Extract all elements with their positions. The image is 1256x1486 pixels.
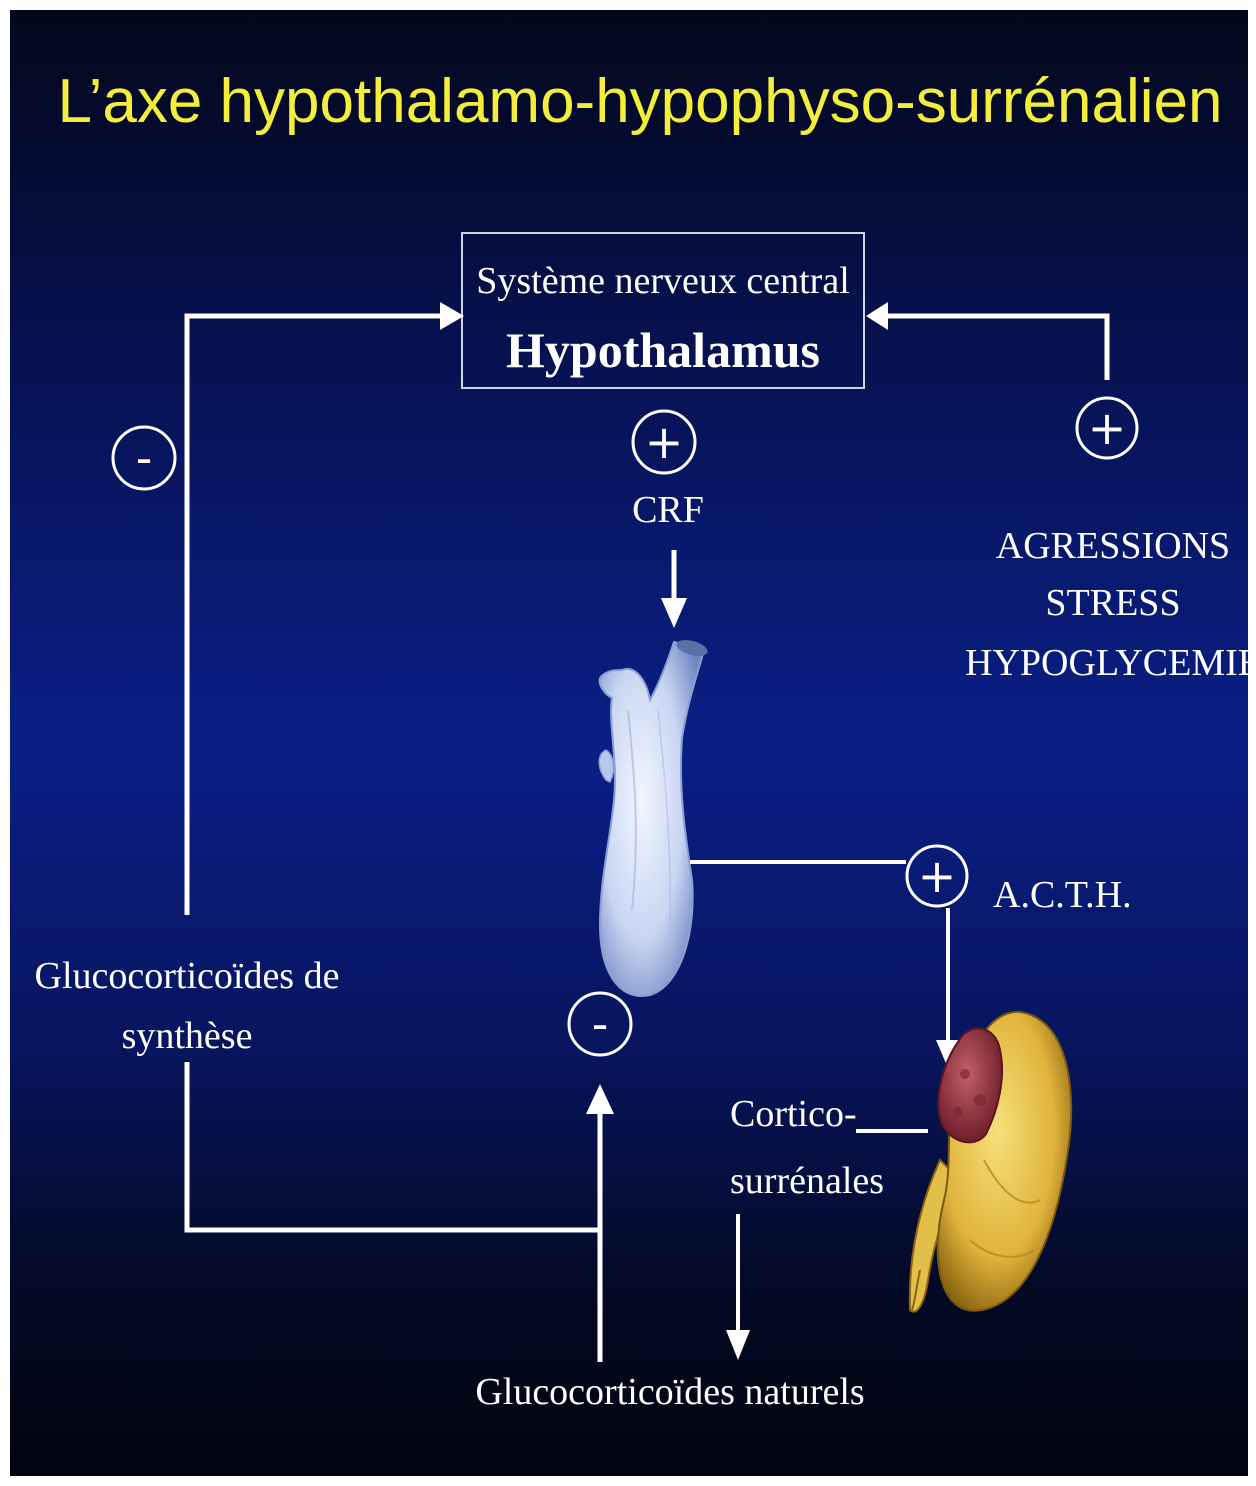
- synthetic-glucocorticoids-line-1: Glucocorticoïdes de: [35, 955, 340, 997]
- crf-arrow-head: [661, 598, 687, 628]
- diagram-canvas: L’axe hypothalamo-hypophyso-surrénalien …: [10, 10, 1248, 1476]
- aggressions-line-3: HYPOGLYCEMIE: [965, 642, 1248, 684]
- plus-sign-stress: +: [1088, 401, 1127, 455]
- acth-label: A.C.T.H.: [993, 874, 1132, 916]
- output-arrow-head: [726, 1330, 750, 1360]
- minus-sign-pituitary: -: [592, 997, 609, 1051]
- slide: L’axe hypothalamo-hypophyso-surrénalien …: [10, 10, 1248, 1476]
- aggressions-line-2: STRESS: [1045, 582, 1180, 624]
- pituitary-gland-illustration: [599, 637, 709, 996]
- arrow-head-to-hypothalamus-left: [440, 302, 464, 330]
- hypothalamus-label: Hypothalamus: [506, 322, 820, 378]
- corticosurrenales-line-1: Cortico-: [730, 1093, 857, 1135]
- adrenal-kidney-illustration: [910, 1012, 1071, 1312]
- natural-glucocorticoids-label: Glucocorticoïdes naturels: [475, 1371, 864, 1413]
- slide-title: L’axe hypothalamo-hypophyso-surrénalien: [58, 67, 1223, 136]
- corticosurrenales-label: Cortico- surrénales: [730, 1093, 884, 1202]
- aggressions-label: AGRESSIONS STRESS HYPOGLYCEMIE: [965, 525, 1248, 684]
- plus-sign-crf: +: [645, 415, 684, 469]
- synthetic-feedback-line: [187, 316, 600, 1230]
- natural-feedback-arrow-head: [586, 1084, 614, 1114]
- synthetic-glucocorticoids-label: Glucocorticoïdes de synthèse: [35, 955, 340, 1057]
- aggressions-line-1: AGRESSIONS: [996, 525, 1230, 567]
- arrow-head-to-hypothalamus-right: [866, 302, 888, 330]
- corticosurrenales-line-2: surrénales: [730, 1160, 884, 1202]
- synthetic-glucocorticoids-line-2: synthèse: [122, 1015, 253, 1057]
- plus-sign-acth: +: [918, 849, 957, 903]
- crf-label: CRF: [632, 489, 704, 531]
- minus-sign-left: -: [136, 431, 153, 485]
- stress-line: [886, 316, 1107, 380]
- hypothalamus-subtitle: Système nerveux central: [476, 260, 850, 302]
